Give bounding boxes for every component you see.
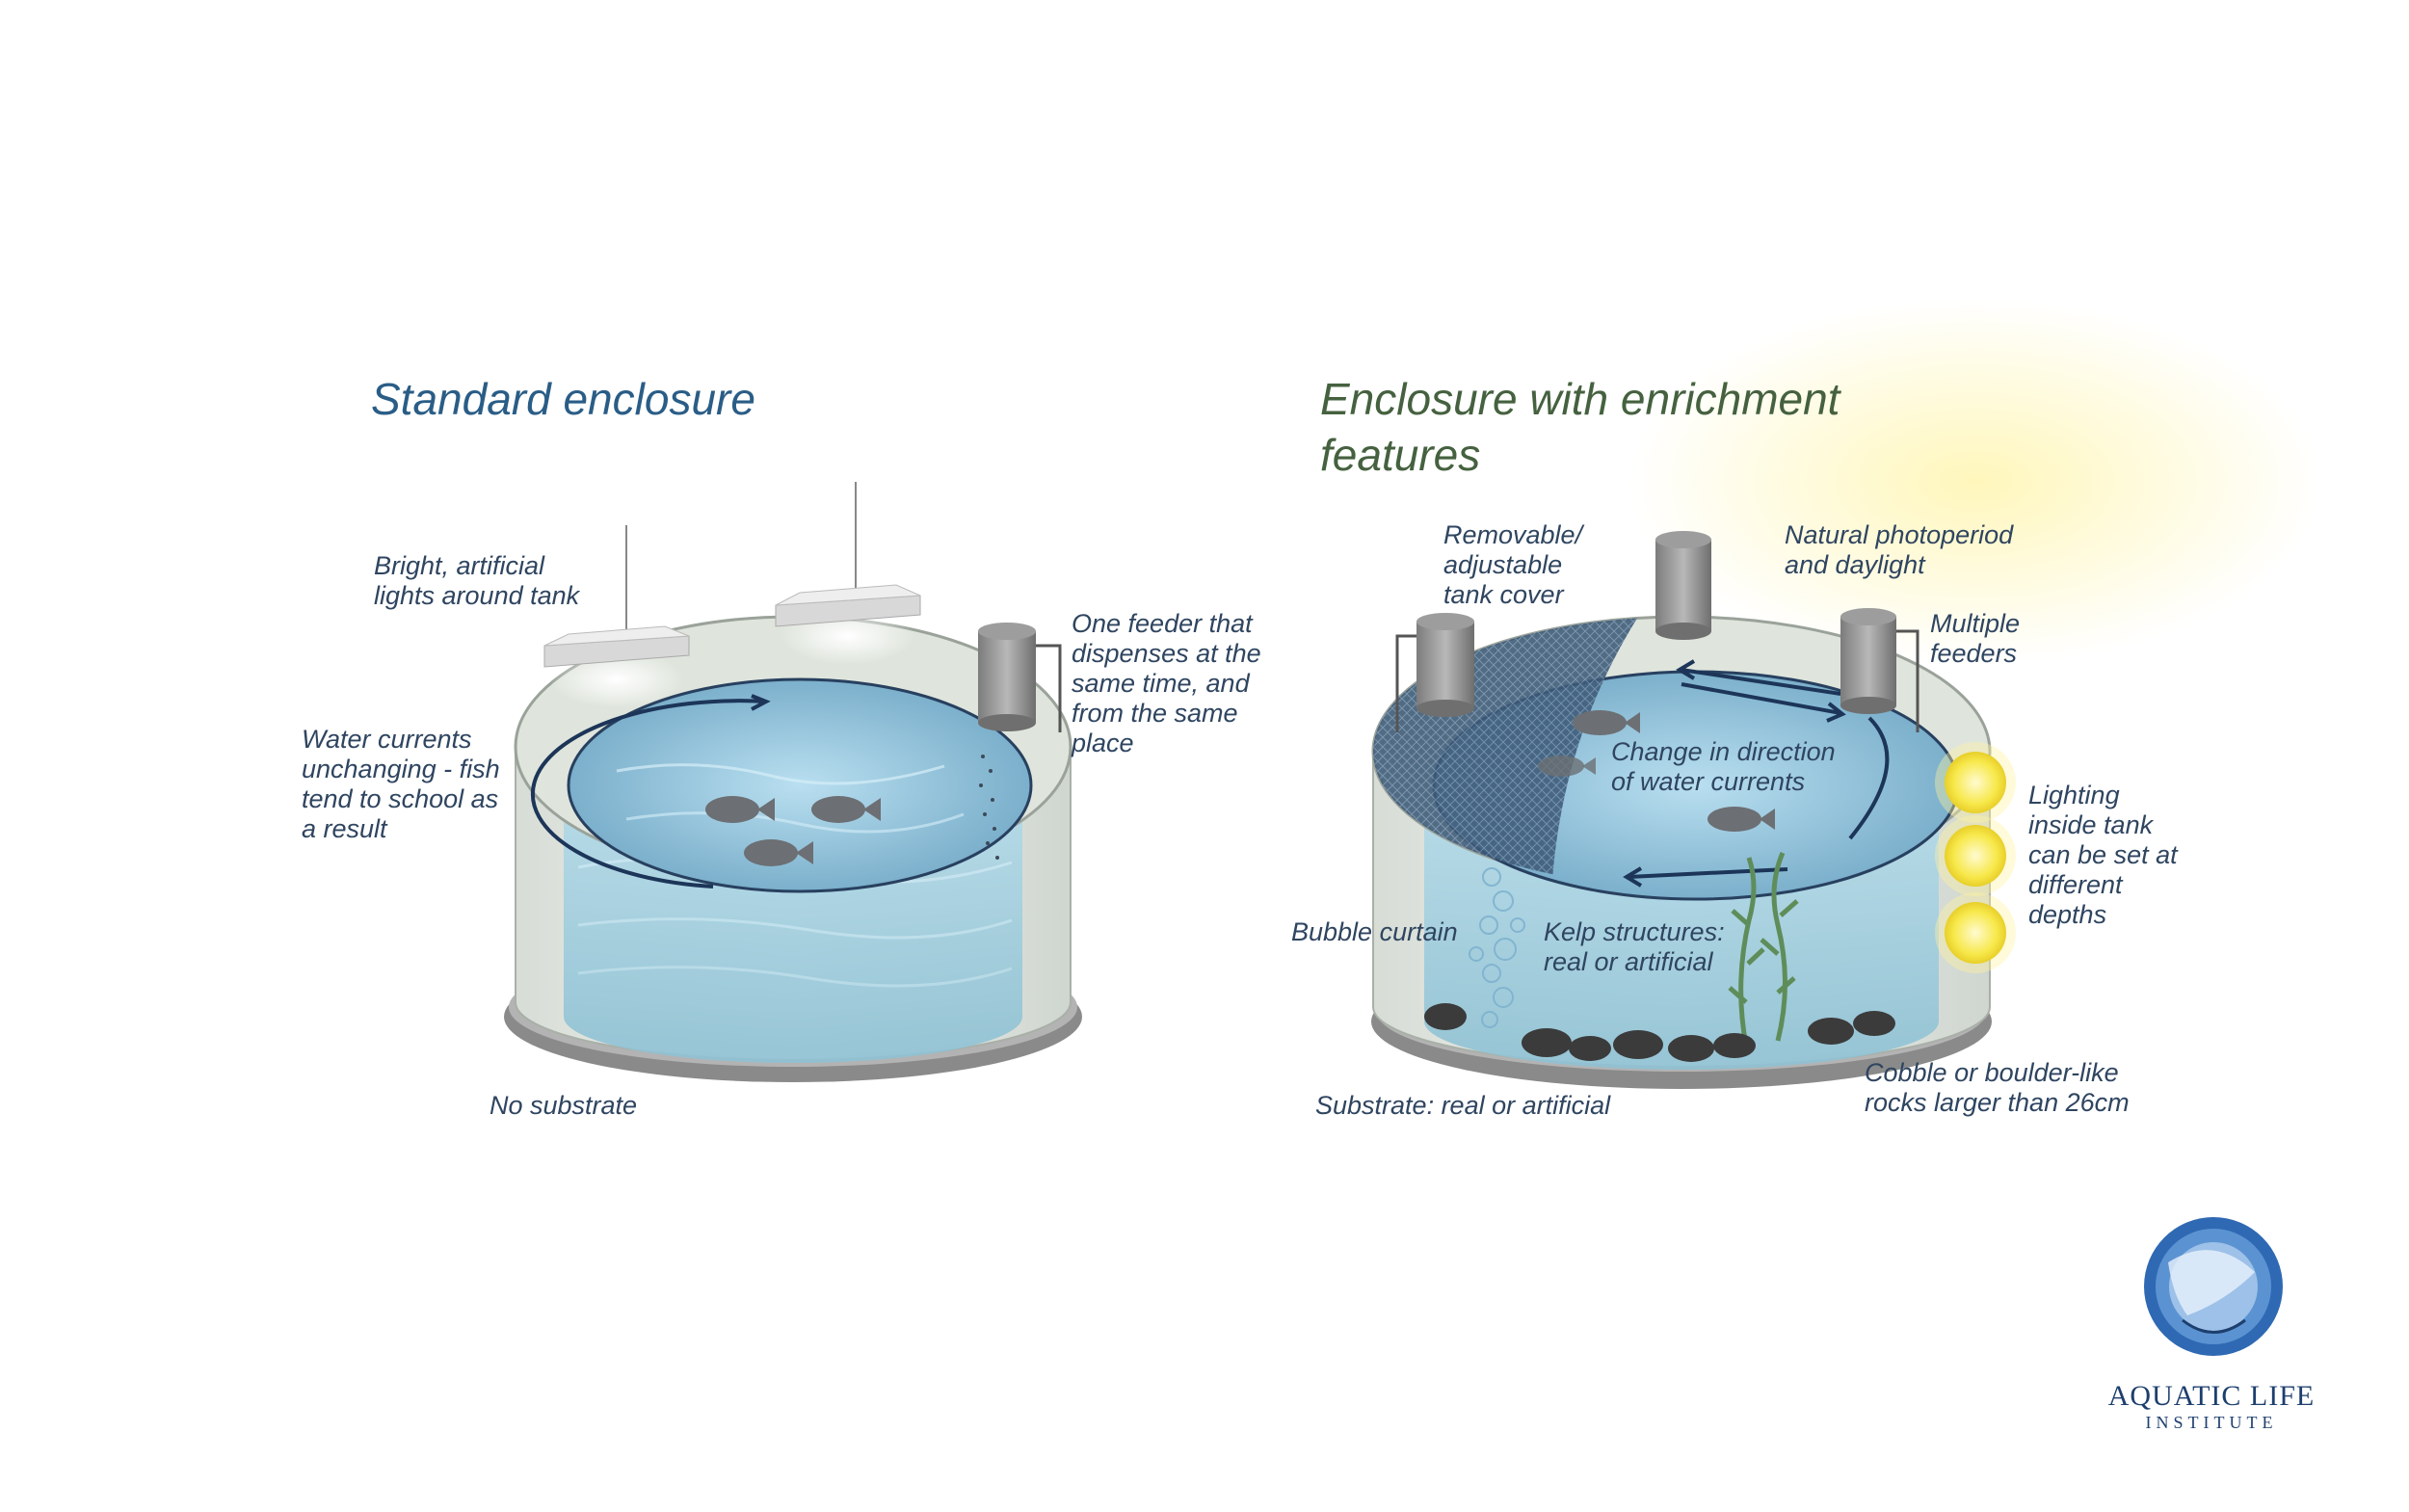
- fish-icon: [1538, 756, 1596, 777]
- enriched-current-arrow: [1848, 716, 1890, 840]
- enriched-enclosure-title: Enclosure with enrichment features: [1320, 374, 1840, 480]
- feeder-icon: [1395, 613, 1474, 732]
- ceiling-light-icon: [543, 525, 690, 708]
- bubble-curtain: [1469, 867, 1525, 1028]
- ceiling-light-icon: [775, 482, 921, 665]
- logo-text-institute: INSTITUTE: [2145, 1413, 2278, 1432]
- feeder-icon: [1655, 531, 1711, 640]
- label-tank-cover: Removable/ adjustable tank cover: [1443, 520, 1583, 609]
- lamp-bulb-icon: [1935, 742, 2016, 823]
- label-lighting-depths: Lighting inside tank can be set at diffe…: [2028, 781, 2178, 929]
- label-kelp-structures: Kelp structures: real or artificial: [1544, 917, 1725, 976]
- standard-current-arrow: [531, 699, 767, 889]
- label-change-currents: Change in direction of water currents: [1611, 737, 1836, 796]
- feed-particles: [979, 755, 999, 860]
- feeder-icon: [978, 623, 1062, 732]
- feeder-icon: [1840, 608, 1919, 732]
- fish-icon: [811, 796, 881, 823]
- kelp-icon: [1728, 852, 1799, 1047]
- standard-tank: [504, 482, 1082, 1082]
- enriched-current-arrow: [1681, 668, 1841, 696]
- rock-icon: [1424, 1003, 1895, 1062]
- label-bubble-curtain: Bubble curtain: [1291, 917, 1458, 946]
- enriched-tank: [1371, 531, 2016, 1089]
- fish-icon: [1573, 710, 1640, 735]
- standard-water-surface: [567, 677, 1033, 893]
- label-substrate: Substrate: real or artificial: [1315, 1091, 1611, 1120]
- label-cobble-rocks: Cobble or boulder-like rocks larger than…: [1865, 1058, 2130, 1117]
- label-natural-daylight: Natural photoperiod and daylight: [1785, 520, 2014, 579]
- label-unchanging-currents: Water currents unchanging - fish tend to…: [302, 725, 500, 843]
- lamp-bulb-icon: [1935, 892, 2016, 973]
- daylight-glow: [1628, 299, 2322, 665]
- label-one-feeder: One feeder that dispenses at the same ti…: [1072, 609, 1261, 757]
- fish-icon: [1707, 807, 1775, 832]
- label-bright-lights: Bright, artificial lights around tank: [374, 551, 580, 610]
- label-no-substrate: No substrate: [490, 1091, 638, 1120]
- fish-icon: [744, 839, 813, 866]
- logo-text-aquatic-life: AQUATIC LIFE: [2107, 1380, 2316, 1412]
- enriched-current-arrow: [1681, 682, 1841, 715]
- aquatic-life-logo-icon: [2144, 1217, 2283, 1356]
- label-multiple-feeders: Multiple feeders: [1930, 609, 2021, 668]
- enriched-current-arrow: [1628, 867, 1788, 879]
- fish-icon: [705, 796, 775, 823]
- standard-enclosure-title: Standard enclosure: [371, 374, 755, 424]
- lamp-bulb-icon: [1935, 815, 2016, 896]
